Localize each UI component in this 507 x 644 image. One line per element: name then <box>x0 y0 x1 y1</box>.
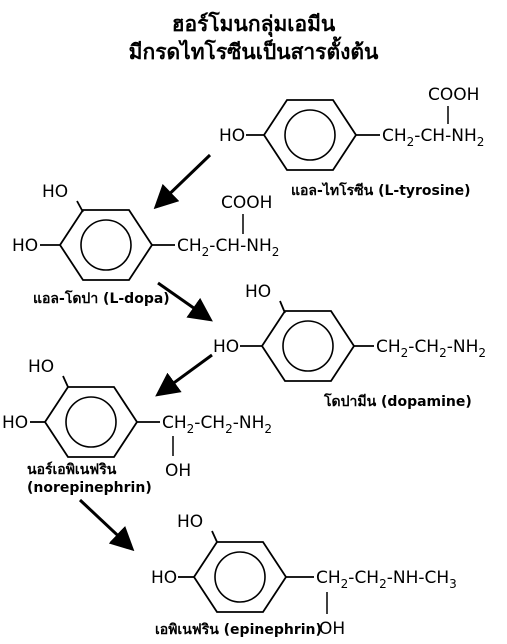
ldopa-ho-left-label: HO <box>12 236 38 256</box>
tyrosine-cooh-label: COOH <box>428 85 479 105</box>
epinephrin-caption: เอพิเนฟริน (epinephrin) <box>155 622 322 638</box>
tyrosine-chain: CH2-CH-NH2 <box>382 126 484 149</box>
ldopa-structure: HO HO CH2-CH-NH2 COOH แอล-โดปา (L-dopa) <box>12 182 279 307</box>
norepinephrin-structure: HO HO CH2-CH2-NH2 OH นอร์เอพิเนฟริน (nor… <box>2 357 272 496</box>
epinephrin-ho-top-label: HO <box>177 512 203 532</box>
dopamine-ho-left-label: HO <box>213 337 239 357</box>
epinephrin-oh-label: OH <box>319 619 345 639</box>
title-line-1: ฮอร์โมนกลุ่มเอมีน <box>171 12 336 36</box>
norepinephrin-oh-label: OH <box>165 461 191 481</box>
dopamine-ho-top-label: HO <box>245 282 271 302</box>
epinephrin-structure: HO HO CH2-CH2-NH-CH3 OH เอพิเนฟริน (epin… <box>151 512 457 639</box>
dopamine-chain: CH2-CH2-NH2 <box>376 337 486 360</box>
epinephrin-ho-left-label: HO <box>151 568 177 588</box>
norepinephrin-caption-th: นอร์เอพิเนฟริน <box>27 461 117 478</box>
tyrosine-caption: แอล-ไทโรซีน (L-tyrosine) <box>291 181 471 199</box>
dopamine-caption: โดปามีน (dopamine) <box>323 392 472 410</box>
ldopa-chain: CH2-CH-NH2 <box>177 236 279 259</box>
norepinephrin-ho-top-label: HO <box>28 357 54 377</box>
ldopa-ho-top-label: HO <box>42 182 68 202</box>
arrow-tyrosine-to-ldopa <box>153 153 212 210</box>
norepinephrin-chain: CH2-CH2-NH2 <box>162 413 272 436</box>
arrow-ldopa-to-dopamine <box>157 281 213 322</box>
ldopa-cooh-label: COOH <box>221 193 272 213</box>
epinephrin-chain: CH2-CH2-NH-CH3 <box>316 568 457 591</box>
arrow-norepinephrin-to-epinephrin <box>78 498 135 552</box>
tyrosine-ho-label: HO <box>219 126 245 146</box>
norepinephrin-caption-en: (norepinephrin) <box>27 480 152 496</box>
title-line-2: มีกรดไทโรซีนเป็นสารตั้งต้น <box>128 40 379 64</box>
dopamine-structure: HO HO CH2-CH2-NH2 โดปามีน (dopamine) <box>213 282 486 410</box>
tyrosine-structure: HO CH2-CH-NH2 COOH แอล-ไทโรซีน (L-tyrosi… <box>219 85 484 199</box>
ldopa-caption: แอล-โดปา (L-dopa) <box>33 289 170 307</box>
arrow-dopamine-to-norepinephrin <box>155 353 213 397</box>
norepinephrin-ho-left-label: HO <box>2 413 28 433</box>
